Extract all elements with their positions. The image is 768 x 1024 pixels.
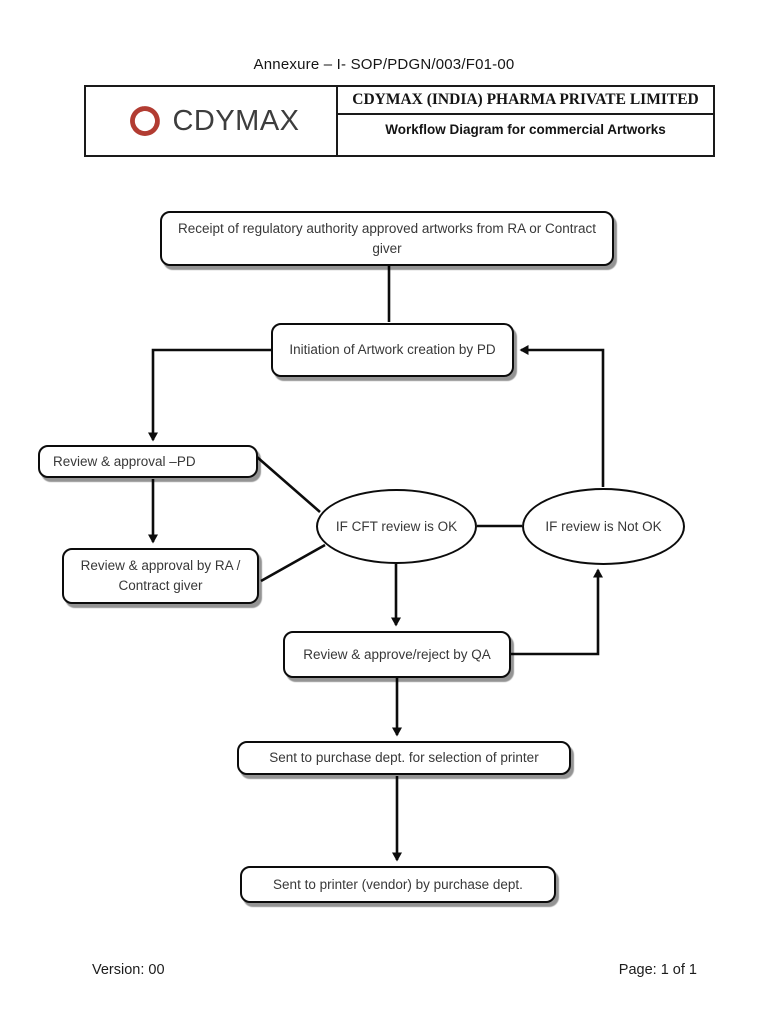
flow-decision-cft-review-ok: IF CFT review is OK: [316, 489, 477, 564]
header-table: CDYMAX CDYMAX (INDIA) PHARMA PRIVATE LIM…: [84, 85, 715, 157]
company-name: CDYMAX (INDIA) PHARMA PRIVATE LIMITED: [338, 87, 713, 115]
version-label: Version: 00: [92, 962, 165, 978]
flow-decision-review-not-ok: IF review is Not OK: [522, 488, 685, 565]
flow-node-review-pd: Review & approval –PD: [38, 445, 258, 478]
cdymax-swirl-icon: [130, 106, 161, 136]
logo-wordmark: CDYMAX: [172, 104, 300, 137]
flow-node-review-ra: Review & approval by RA / Contract giver: [62, 548, 259, 604]
connector-review-pd-to-cft: [256, 456, 321, 513]
flow-node-qa-review: Review & approve/reject by QA: [283, 631, 511, 678]
connector-initiation-to-review-pd: [148, 348, 271, 442]
connector-notok-to-initiation: [519, 345, 605, 487]
page-number-label: Page: 1 of 1: [618, 962, 697, 978]
flow-node-initiation: Initiation of Artwork creation by PD: [271, 323, 514, 377]
flow-node-purchase-dept: Sent to purchase dept. for selection of …: [237, 741, 571, 775]
annexure-reference: Annexure – I- SOP/PDGN/003/F01-00: [253, 56, 515, 73]
flow-node-printer: Sent to printer (vendor) by purchase dep…: [240, 866, 556, 903]
header-right-cells: CDYMAX (INDIA) PHARMA PRIVATE LIMITED Wo…: [338, 87, 713, 155]
document-title: Workflow Diagram for commercial Artworks: [385, 122, 666, 137]
connector-qa-to-notok: [511, 568, 603, 656]
flow-node-receipt: Receipt of regulatory authority approved…: [160, 211, 614, 266]
logo-cell: CDYMAX: [86, 87, 338, 155]
connector-review-ra-to-cft: [260, 543, 326, 583]
